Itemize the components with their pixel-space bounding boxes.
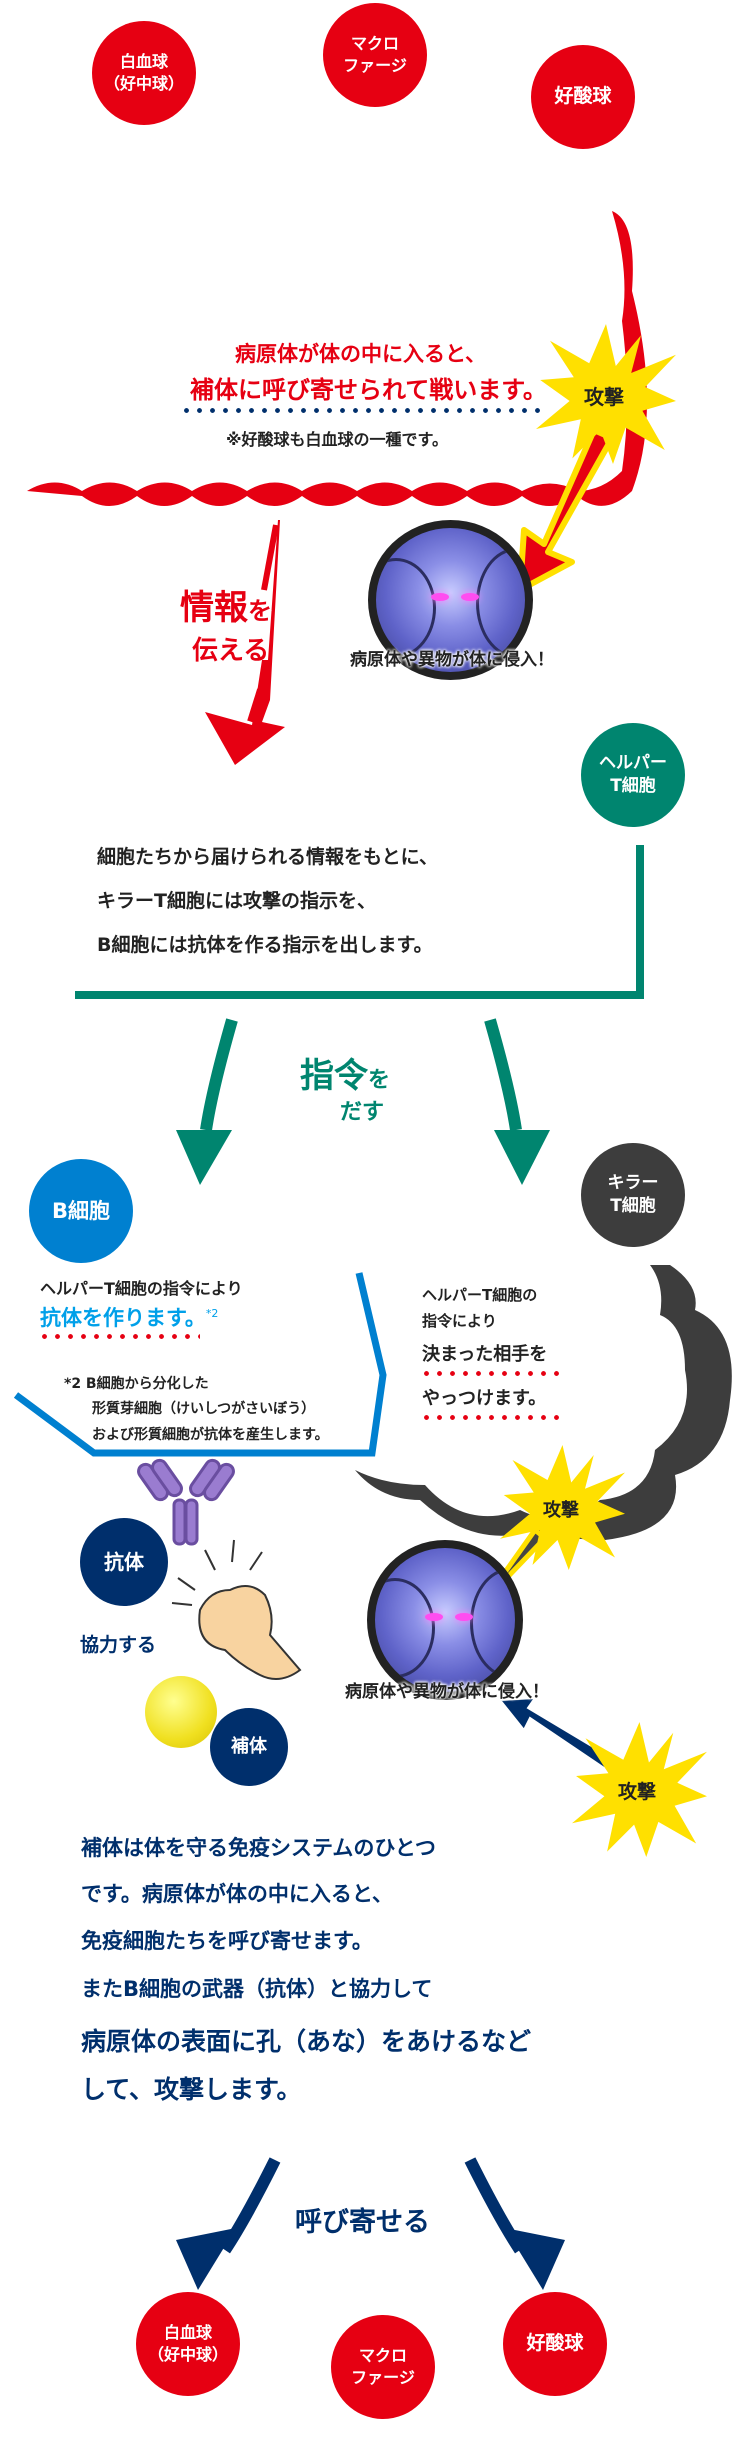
- pathogen-caption: 病原体や異物が体に侵入！: [350, 650, 554, 670]
- helper-line: [75, 845, 644, 999]
- dotted-underline: [420, 1371, 565, 1376]
- cell-label: （好中球）: [103, 74, 184, 93]
- cell-label: B細胞: [51, 1198, 110, 1223]
- macrophage-cell: マクロファージ: [323, 3, 427, 107]
- command-small: を: [368, 1068, 391, 1093]
- b-cell-line1: ヘルパーT細胞の指令により: [40, 1279, 243, 1298]
- summary-line-6: して、攻撃します。: [81, 2075, 302, 2104]
- cell-label: T細胞: [610, 776, 656, 796]
- navy-arrow-left: [220, 2157, 281, 2254]
- info-line2: 伝える: [192, 636, 270, 666]
- pathogen-image: [367, 1540, 523, 1700]
- teal-arrow-right: [484, 1018, 522, 1131]
- helper-text-1: 細胞たちから届けられる情報をもとに、: [97, 846, 439, 868]
- cell-label: ヘルパー: [599, 753, 667, 774]
- eosinophil-cell: 好酸球: [531, 45, 635, 149]
- eosinophil-cell: 好酸球: [503, 2292, 607, 2396]
- b-cell: B細胞: [29, 1159, 133, 1263]
- cell-label: 好酸球: [554, 85, 612, 108]
- neutrophil-cell: 白血球 （好中球）: [92, 21, 196, 125]
- intro-line1: 病原体が体の中に入ると、: [235, 342, 487, 366]
- dotted-underline: [420, 1415, 565, 1420]
- complement-badge: 補体: [210, 1708, 288, 1786]
- summary-line-5: 病原体の表面に孔（あな）をあけるなど: [81, 2027, 532, 2056]
- b-cell-footnote-2: 形質芽細胞（けいしつがさいぼう）: [92, 1401, 316, 1417]
- pathogen-image: [368, 520, 533, 680]
- cell-label: ファージ: [351, 2368, 415, 2387]
- command-big: 指令: [300, 1056, 368, 1096]
- antibody-illustration: [137, 1458, 235, 1546]
- cell-label: 白血球: [163, 2323, 212, 2343]
- b-cell-panel-border: [13, 1272, 387, 1457]
- pathogen-caption: 病原体や異物が体に侵入！: [345, 1682, 549, 1702]
- attack-label: 攻撃: [543, 1500, 579, 1521]
- cell-label: T細胞: [610, 1196, 656, 1216]
- info-big: 情報: [180, 588, 248, 628]
- attack-label: 攻撃: [584, 385, 624, 409]
- cell-label: キラー: [607, 1173, 659, 1194]
- killer-text-4: やっつけます。: [422, 1388, 547, 1409]
- killer-text-3: 決まった相手を: [422, 1344, 548, 1365]
- cell-label: （好中球）: [147, 2345, 228, 2364]
- summary-line-3: 免疫細胞たちを呼び寄せます。: [81, 1929, 373, 1953]
- info-small: を: [248, 597, 272, 625]
- dotted-underline: [38, 1334, 200, 1339]
- summary-line-2: です。病原体が体の中に入ると、: [81, 1882, 394, 1906]
- cell-label: 白血球: [119, 52, 168, 72]
- neutrophil-cell: 白血球 （好中球）: [136, 2292, 240, 2396]
- info-label: 情報を: [180, 580, 272, 629]
- summon-label: 呼び寄せる: [295, 2207, 430, 2238]
- helper-text-2: キラーT細胞には攻撃の指示を、: [97, 890, 376, 912]
- complement-ball: [145, 1676, 217, 1748]
- info-arrow: [205, 520, 285, 765]
- killer-text-2: 指令により: [422, 1312, 497, 1330]
- cell-label: マクロ: [350, 34, 399, 54]
- handshake-icon: [171, 1539, 302, 1680]
- macrophage-cell: マクロファージ: [331, 2315, 435, 2419]
- red-attack-arrow: [517, 427, 615, 593]
- summary-line-4: またB細胞の武器（抗体）と協力して: [81, 1977, 433, 2001]
- navy-attack-arrow: [498, 1696, 617, 1772]
- cooperate-label: 協力する: [80, 1634, 157, 1656]
- dotted-underline: [180, 408, 540, 413]
- killer-text-1: ヘルパーT細胞の: [422, 1286, 538, 1304]
- attack-label: 攻撃: [618, 1781, 657, 1803]
- b-cell-highlight: 抗体を作ります。*2: [40, 1302, 218, 1332]
- b-cell-highlight-text: 抗体を作ります。: [40, 1306, 206, 1330]
- cell-label: マクロ: [358, 2346, 407, 2366]
- antibody-badge: 抗体: [80, 1518, 168, 1606]
- intro-line2: 補体に呼び寄せられて戦います。: [190, 376, 547, 404]
- b-cell-footnote-1: *2 B細胞から分化した: [64, 1376, 209, 1392]
- cell-label: ファージ: [343, 56, 407, 75]
- intro-note: ※好酸球も白血球の一種です。: [226, 430, 448, 449]
- teal-arrow-left: [200, 1018, 238, 1131]
- command-line2: だす: [340, 1100, 385, 1125]
- cell-label: 補体: [231, 1735, 267, 1757]
- command-label: 指令を: [300, 1048, 390, 1097]
- cell-label: 好酸球: [526, 2332, 584, 2355]
- b-cell-footnote-3: および形質細胞が抗体を産生します。: [92, 1427, 329, 1443]
- helper-text-3: B細胞には抗体を作る指示を出します。: [97, 934, 433, 956]
- summary-line-1: 補体は体を守る免疫システムのひとつ: [81, 1836, 436, 1860]
- footnote-marker: *2: [205, 1307, 219, 1320]
- cell-label: 抗体: [104, 1549, 144, 1574]
